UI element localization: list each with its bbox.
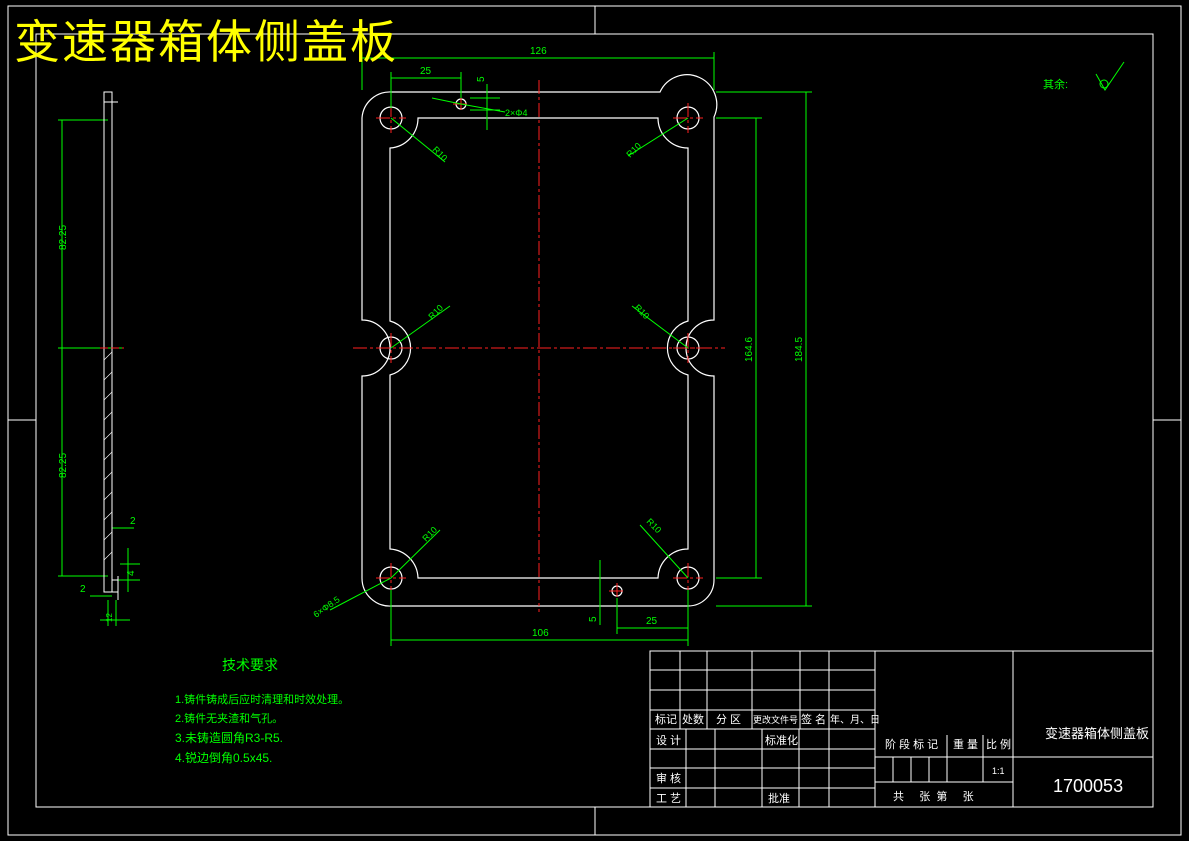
dim-radius-1: R10 [431, 144, 450, 163]
tech-note-line: 3.未铸造圆角R3-R5. [175, 730, 283, 745]
side-view-hatch [103, 351, 113, 561]
side-view [103, 91, 119, 600]
tb-weight: 重 量 [953, 737, 978, 751]
dim-radius-3: R10 [426, 303, 445, 322]
sheet-frame [7, 5, 1182, 836]
tech-note-line: 4.锐边倒角0.5x45. [175, 751, 272, 765]
dim-height-outer: 184.5 [794, 337, 805, 362]
dimension-lines [58, 52, 812, 646]
tb-scale-value: 1:1 [992, 766, 1005, 776]
dim-side-lower: 82.25 [58, 453, 69, 478]
tb-sheets: 共 张 第 张 [893, 789, 974, 803]
dim-hole-bottom: 6×Φ8.5 [311, 594, 341, 619]
tb-design: 设 计 [656, 734, 681, 747]
roughness-symbol [1095, 61, 1125, 91]
tb-standardize: 标准化 [765, 733, 798, 747]
center-lines [353, 80, 725, 612]
tb-mark: 标记 [655, 712, 677, 726]
tb-date: 年、月、日 [830, 713, 880, 726]
tech-notes-heading: 技术要求 [222, 657, 278, 673]
tb-process: 工 艺 [656, 792, 681, 805]
dim-radius-5: R10 [420, 525, 439, 544]
dim-offset-25-bottom: 25 [646, 616, 658, 627]
dim-side-2a: 2 [130, 516, 136, 527]
dim-offset-25-top: 25 [420, 66, 432, 77]
tech-note-line: 1.铸件铸成后应时清理和时效处理。 [175, 692, 349, 706]
dim-hole-top: 2×Φ4 [505, 108, 527, 118]
tb-stage-mark: 阶 段 标 记 [885, 737, 938, 751]
tb-count: 处数 [682, 713, 704, 726]
roughness-note: 其余: [1043, 77, 1068, 91]
tb-drawing-number: 1700053 [1053, 776, 1123, 796]
dim-height-inner: 164.6 [744, 337, 755, 362]
tech-note-line: 2.铸件无夹渣和气孔。 [175, 711, 283, 725]
dim-side-12: 12 [105, 613, 114, 622]
dim-width-top: 126 [530, 46, 547, 57]
title-block-grid [649, 650, 1154, 808]
dim-side-upper: 82.25 [58, 225, 69, 250]
tb-drawing-name: 变速器箱体侧盖板 [1045, 726, 1149, 741]
dim-radius-6: R10 [645, 516, 664, 535]
tb-change-doc: 更改文件号 [753, 714, 798, 725]
tb-sign: 签 名 [801, 712, 826, 726]
tech-notes: 技术要求 1.铸件铸成后应时清理和时效处理。 2.铸件无夹渣和气孔。 3.未铸造… [175, 657, 349, 765]
dim-radius-2: R10 [624, 141, 643, 160]
tb-scale: 比 例 [986, 737, 1011, 751]
dim-side-2b: 2 [80, 584, 86, 595]
dim-offset-5-top: 5 [476, 76, 487, 82]
tb-zone: 分 区 [716, 713, 741, 726]
dim-side-4: 4 [126, 570, 137, 576]
drawing-title: 变速器箱体侧盖板 [14, 15, 398, 69]
tb-review: 审 核 [656, 771, 681, 785]
dim-width-bottom: 106 [532, 628, 549, 639]
dim-offset-5-bottom: 5 [588, 616, 599, 622]
tb-approve: 批准 [768, 791, 790, 805]
